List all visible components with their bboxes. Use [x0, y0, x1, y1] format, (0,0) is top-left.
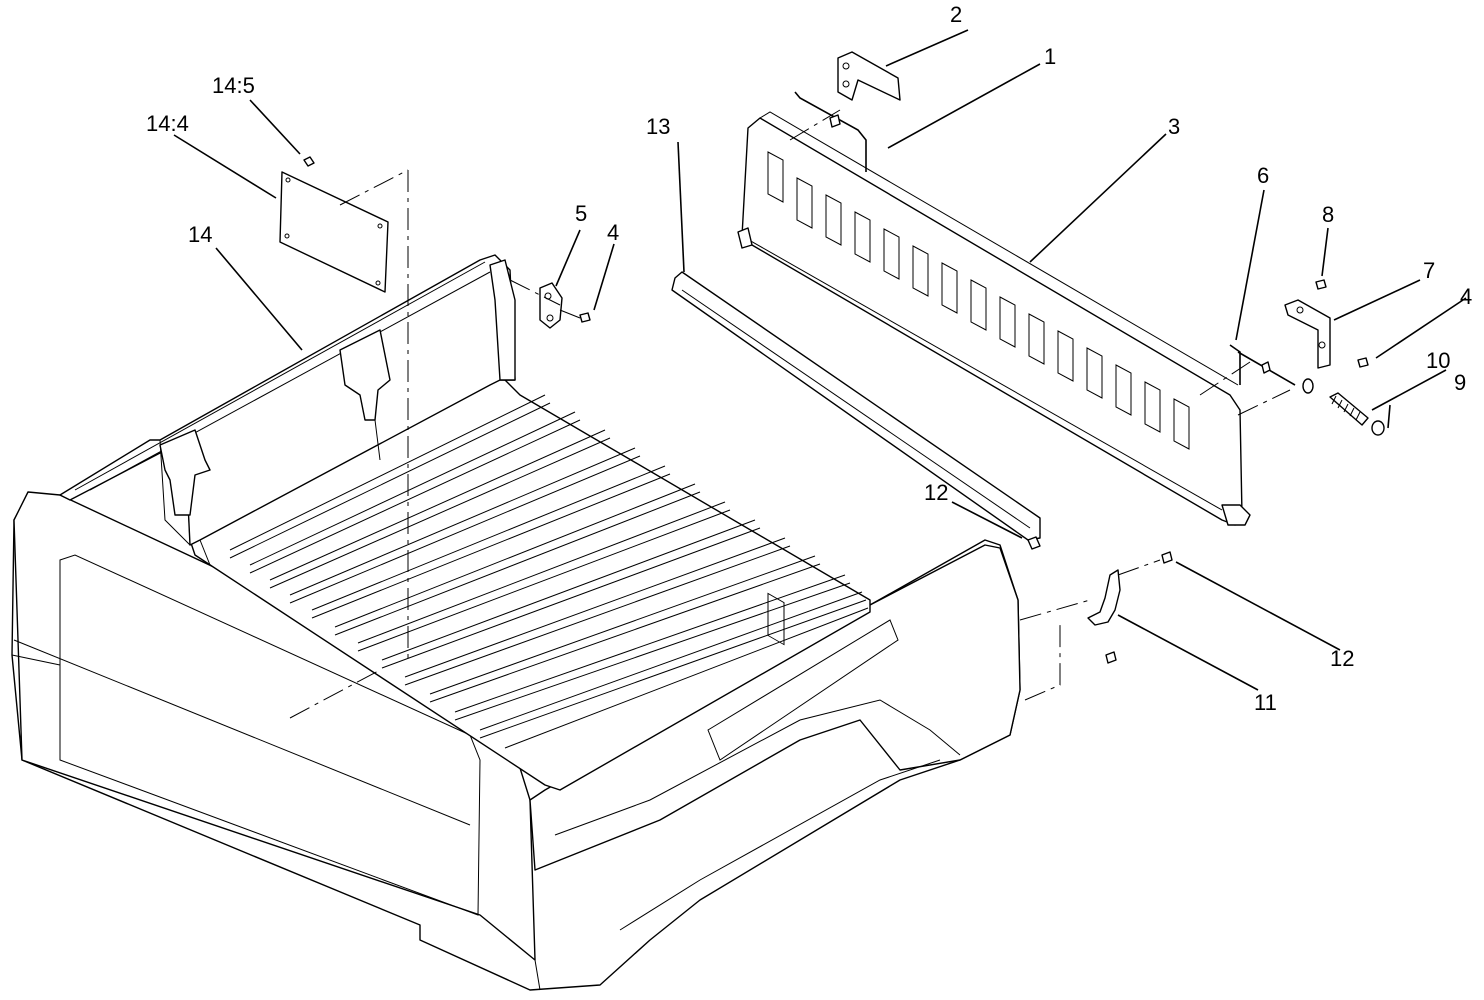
callout-14-5: 14:5 [212, 73, 255, 98]
callout-3: 3 [1168, 114, 1180, 139]
leader-lines [173, 29, 1467, 691]
screw-right [1357, 357, 1369, 368]
callout-14-4: 14:4 [146, 111, 189, 136]
callout-2: 2 [950, 2, 962, 27]
callout-7: 7 [1423, 258, 1435, 283]
callout-12-top: 12 [924, 480, 948, 505]
cargo-bed [11, 254, 1021, 991]
callout-14: 14 [188, 222, 212, 247]
decal-plate [279, 171, 389, 293]
callout-10: 10 [1426, 348, 1450, 373]
callout-11: 11 [1254, 690, 1277, 715]
hinge-bracket-left [539, 282, 563, 329]
bolt-bracket [1161, 551, 1173, 564]
callout-1: 1 [1044, 44, 1056, 69]
spring [1329, 392, 1369, 426]
callout-4-right: 4 [1460, 284, 1472, 309]
rivet [303, 156, 315, 167]
bolt-strip [1027, 536, 1041, 550]
callout-8: 8 [1322, 202, 1334, 227]
chain-bracket [1087, 569, 1121, 626]
screw-top [1315, 279, 1327, 290]
callout-5: 5 [575, 201, 587, 226]
latch-bracket [837, 51, 901, 101]
callout-6: 6 [1257, 163, 1269, 188]
bolt-bottom [1105, 651, 1117, 664]
callout-9: 9 [1454, 370, 1466, 395]
screw-left [579, 312, 591, 323]
callout-12-right: 12 [1330, 646, 1354, 671]
hinge-bracket-right [1284, 299, 1331, 369]
hinge-pin [1229, 344, 1296, 386]
washer-b [1371, 420, 1385, 436]
washer-a [1302, 378, 1314, 394]
seal-strip [671, 271, 1041, 541]
latch-rod [794, 91, 867, 172]
callout-4-left: 4 [607, 220, 619, 245]
tailgate [737, 111, 1251, 646]
callout-13: 13 [646, 114, 670, 139]
